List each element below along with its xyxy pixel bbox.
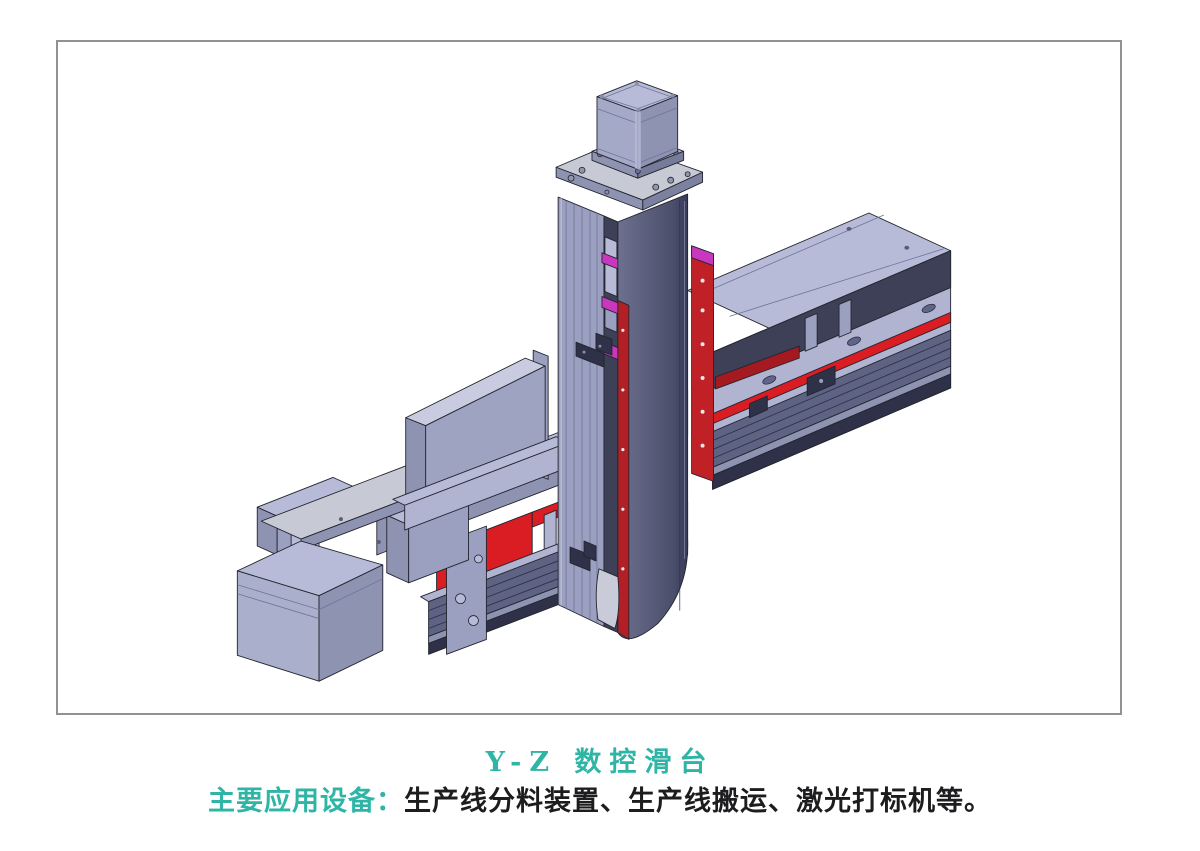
figure-subtitle: 主要应用设备：生产线分料装置、生产线搬运、激光打标机等。	[0, 779, 1200, 818]
belt-clamp-lower	[569, 540, 597, 572]
z-axis-column	[555, 80, 704, 640]
wedge-bracket	[392, 349, 569, 531]
product-image-frame	[56, 40, 1122, 715]
z-column-red-strip	[617, 300, 630, 640]
product-image	[236, 80, 952, 682]
subtitle-text: 生产线分料装置、生产线搬运、激光打标机等。	[404, 786, 992, 817]
x-axis-motor	[236, 540, 384, 682]
figure-title: Y-Z 数控滑台	[485, 747, 715, 778]
y-axis-beam	[687, 212, 952, 490]
z-axis-motor	[596, 80, 679, 171]
sensor-clip	[691, 245, 714, 267]
y-beam-carriage-clamp	[748, 365, 836, 419]
subtitle-label: 主要应用设备：	[208, 786, 404, 817]
y-beam-red-mount-plate	[691, 245, 714, 482]
belt-clamp-upper	[575, 332, 613, 368]
